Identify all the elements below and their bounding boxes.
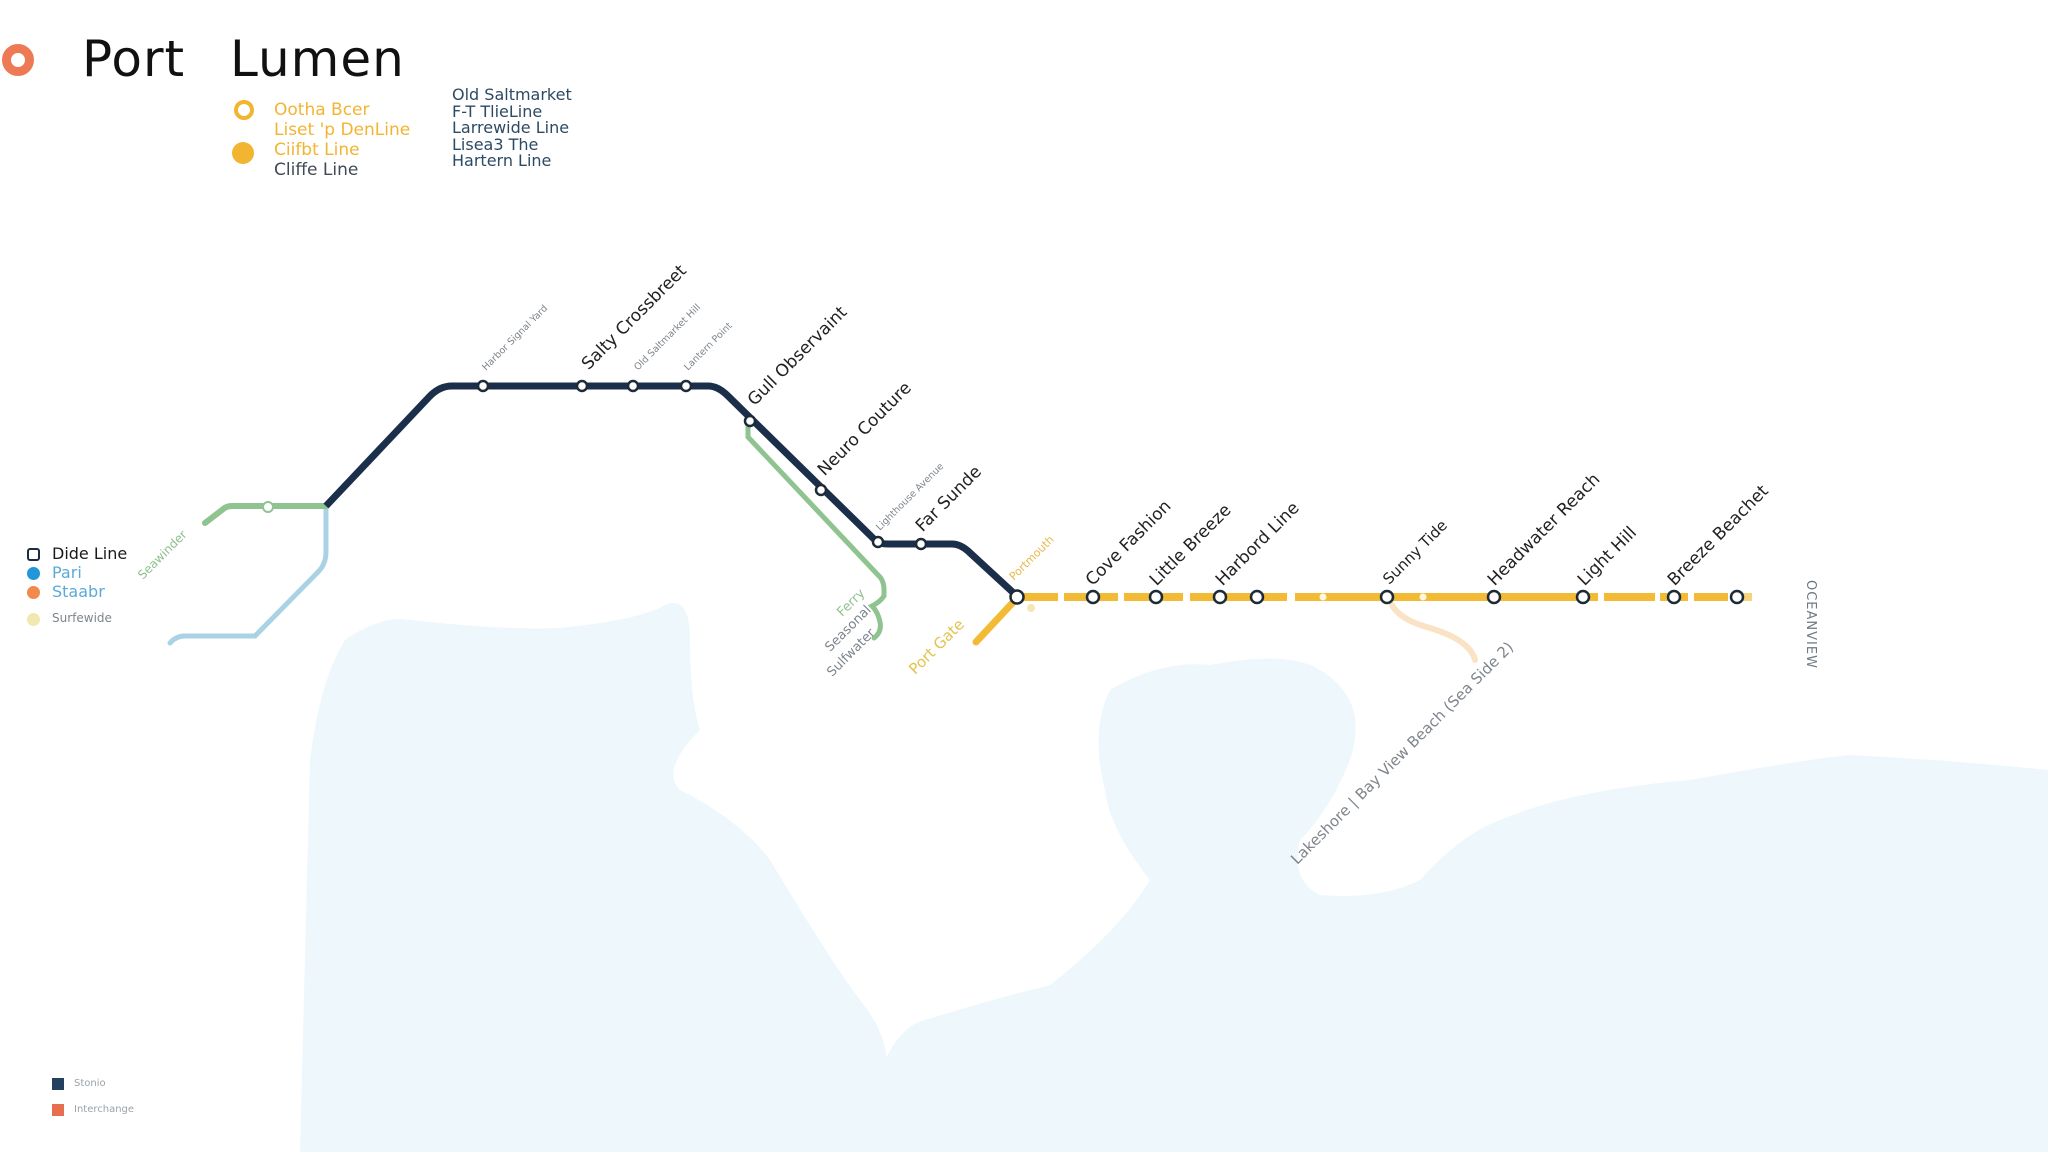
ring-logo-icon <box>2 44 34 76</box>
legend-side: Dide Line Pari Staabr Surfewide <box>26 544 127 628</box>
water-bodies <box>300 603 2048 1152</box>
stations-yellow[interactable] <box>1085 589 1745 605</box>
legend-label: Liset 'p DenLine <box>274 120 411 140</box>
station-navy-6[interactable] <box>814 483 828 497</box>
stations-yellow-minor <box>1319 593 1427 601</box>
line-green-branch <box>745 417 887 641</box>
square-swatch-icon <box>52 1078 64 1090</box>
dot-icon <box>27 586 40 599</box>
dot-icon <box>27 567 40 580</box>
legend-text[interactable]: Lisea3 The <box>452 134 539 154</box>
line-navy <box>323 382 1021 600</box>
square-swatch-icon <box>52 1104 64 1116</box>
junction-small-mark <box>1027 604 1035 612</box>
legend-label: Pari <box>52 563 82 582</box>
coastal-trace <box>1389 602 1478 663</box>
station-navy-3[interactable] <box>626 379 640 393</box>
station-yellow-2[interactable] <box>1148 589 1164 605</box>
station-yellow-3[interactable] <box>1212 589 1228 605</box>
legend-item[interactable]: Cliffe Line <box>232 160 410 180</box>
title-word-lumen: Lumen <box>230 30 405 88</box>
legend-label: Cliffe Line <box>274 160 359 180</box>
legend-text[interactable]: Old Saltmarket <box>452 85 572 104</box>
legend-item[interactable]: Ootha Bcer <box>232 100 410 120</box>
terminal-label-vertical[interactable]: OCEANVIEW <box>1803 580 1818 669</box>
station-yellow-6[interactable] <box>1486 589 1502 605</box>
legend-item[interactable]: Ciifbt Line <box>232 140 410 164</box>
station-green-west[interactable] <box>262 501 274 513</box>
legend-label: Dide Line <box>52 544 128 563</box>
line-lightblue <box>167 504 329 646</box>
station-navy-8[interactable] <box>914 537 928 551</box>
legend-item[interactable]: Pari <box>26 563 127 582</box>
legend-label: Surfewide <box>52 611 112 625</box>
station-yellow-5[interactable] <box>1379 589 1395 605</box>
water-bay-west <box>300 603 887 1152</box>
legend-item[interactable]: Surfewide <box>26 609 127 628</box>
legend-label: Staabr <box>52 582 105 601</box>
title-word-port: Port <box>82 30 186 88</box>
square-ring-icon <box>27 548 40 561</box>
legend-item[interactable]: Liset 'p DenLine <box>232 120 410 140</box>
legend-label: Interchange <box>74 1104 135 1115</box>
line-green-west <box>202 503 329 526</box>
station-navy-4[interactable] <box>679 379 693 393</box>
legend-item[interactable]: Staabr <box>26 582 127 601</box>
legend-text[interactable]: Hartern Line <box>452 151 552 170</box>
station-yellow-1[interactable] <box>1085 589 1101 605</box>
legend-item[interactable]: Stonio <box>52 1078 134 1104</box>
line-yellow-branch <box>972 593 1022 646</box>
station-yellow-8[interactable] <box>1666 589 1682 605</box>
station-yellow-7[interactable] <box>1575 589 1591 605</box>
dot-icon <box>232 142 254 164</box>
station-navy-7[interactable] <box>871 535 885 549</box>
station-yellow-4[interactable] <box>1249 589 1265 605</box>
legend-top-right: Old Saltmarket F-T TlieLine Larrewide Li… <box>452 85 572 170</box>
station-navy-1[interactable] <box>476 379 490 393</box>
ring-icon <box>234 100 254 120</box>
legend-text[interactable]: F-T TlieLine <box>452 101 543 121</box>
station-navy-2[interactable] <box>575 379 589 393</box>
legend-top-left: Ootha Bcer Liset 'p DenLine Ciifbt Line … <box>232 100 410 180</box>
station-navy-5[interactable] <box>743 414 757 428</box>
legend-item[interactable]: Interchange <box>52 1104 134 1130</box>
legend-label: Stonio <box>74 1078 106 1089</box>
dot-icon <box>27 613 40 626</box>
water-sea-south <box>860 658 2048 1152</box>
station-yellow-9[interactable] <box>1729 589 1745 605</box>
station-junction[interactable] <box>1009 589 1025 605</box>
legend-label: Ciifbt Line <box>274 140 360 160</box>
legend-text[interactable]: Larrewide Line <box>452 118 570 137</box>
legend-item[interactable]: Dide Line <box>26 544 127 563</box>
stations-navy[interactable] <box>476 379 1025 605</box>
legend-bottom: Stonio Interchange <box>52 1078 134 1130</box>
legend-label: Ootha Bcer <box>274 100 370 120</box>
